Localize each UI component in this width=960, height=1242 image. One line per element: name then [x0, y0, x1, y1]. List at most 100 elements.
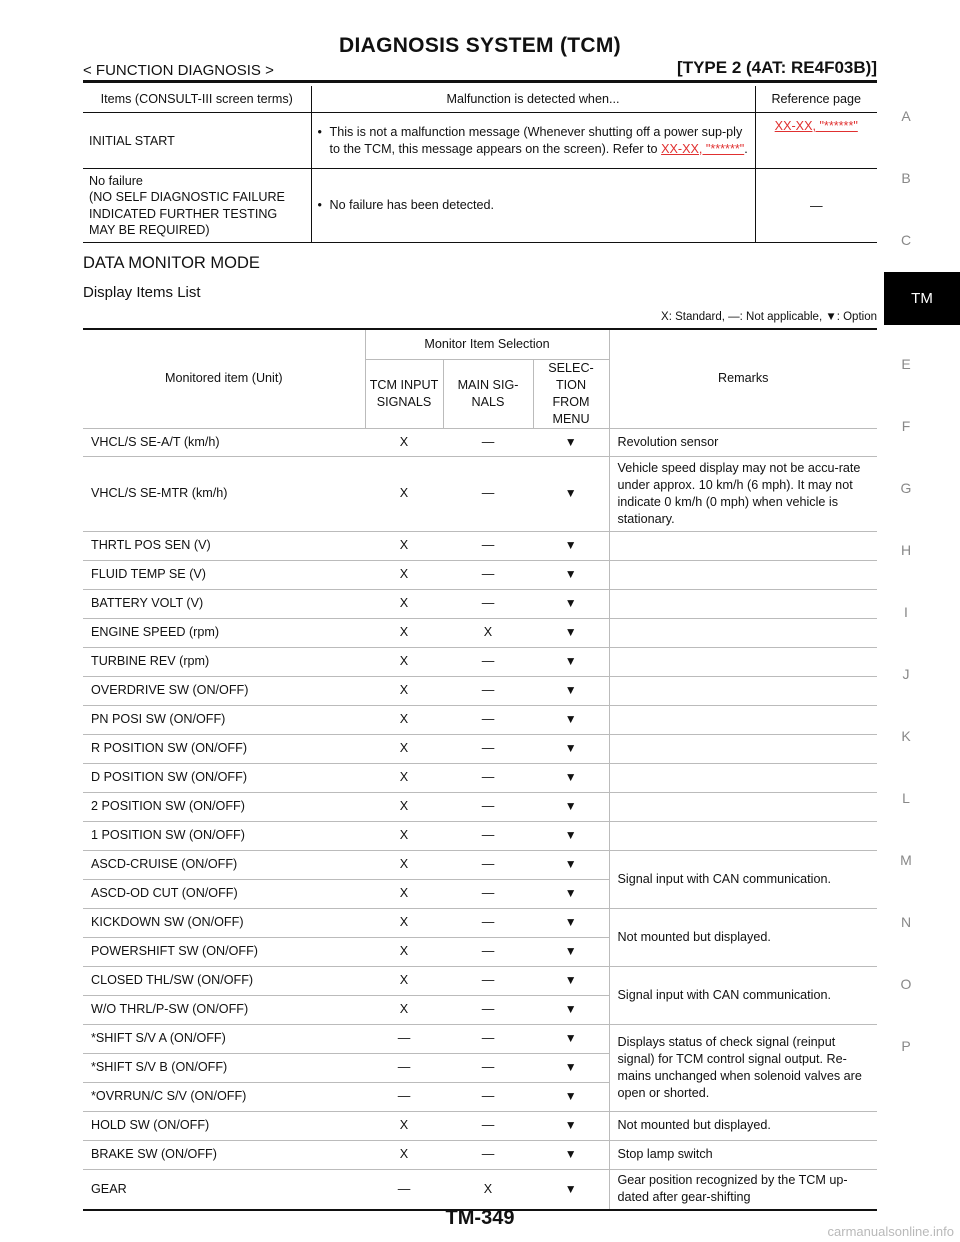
item-cell: THRTL POS SEN (V) — [83, 531, 365, 561]
table-row: R POSITION SW (ON/OFF) X — ▼ — [83, 734, 877, 764]
side-index-a[interactable]: A — [901, 108, 911, 124]
item-cell: 1 POSITION SW (ON/OFF) — [83, 821, 365, 851]
remarks-cell: Gear position recognized by the TCM up-d… — [608, 1169, 877, 1210]
remarks-cell: Not mounted but displayed. — [608, 908, 877, 967]
side-index-e[interactable]: E — [901, 356, 911, 372]
side-index-b[interactable]: B — [901, 170, 911, 186]
option-marker: ▼ — [533, 1082, 609, 1112]
tcm-input-cell: — — [365, 1053, 443, 1083]
option-marker: ▼ — [533, 1140, 609, 1170]
side-index-k[interactable]: K — [901, 728, 911, 744]
option-marker: ▼ — [533, 705, 609, 735]
side-index-l[interactable]: L — [902, 790, 910, 806]
main-signals-cell: — — [443, 560, 533, 590]
monitor-table: Monitored item (Unit) Monitor Item Selec… — [83, 328, 877, 1211]
side-index-o[interactable]: O — [900, 976, 912, 992]
remarks-cell — [608, 734, 877, 764]
option-marker: ▼ — [533, 821, 609, 851]
item-cell: VHCL/S SE-MTR (km/h) — [83, 456, 365, 532]
remarks-cell — [608, 705, 877, 735]
header-cell: Malfunction is detected when... — [311, 86, 756, 113]
main-signals-cell: — — [443, 966, 533, 996]
table-row: ASCD-OD CUT (ON/OFF) X — ▼ — [83, 879, 877, 909]
main-signals-cell: — — [443, 763, 533, 793]
option-marker: ▼ — [533, 618, 609, 648]
reference-link[interactable]: XX-XX, "******" — [661, 141, 745, 156]
main-signals-cell: — — [443, 589, 533, 619]
table-row: GEAR — X ▼ Gear position recognized by t… — [83, 1169, 877, 1210]
item-cell: OVERDRIVE SW (ON/OFF) — [83, 676, 365, 706]
item-cell: PN POSI SW (ON/OFF) — [83, 705, 365, 735]
header-tcm-input: TCM INPUT SIGNALS — [365, 359, 444, 429]
item-cell: *SHIFT S/V A (ON/OFF) — [83, 1024, 365, 1054]
main-signals-cell: X — [483, 1181, 493, 1196]
table-row: VHCL/S SE-MTR (km/h) X — ▼ Vehicle speed… — [83, 456, 877, 532]
tcm-input-cell: X — [365, 705, 443, 735]
side-index-j[interactable]: J — [902, 666, 910, 682]
side-index-tm-tab[interactable]: TM — [884, 272, 960, 325]
table-row: 2 POSITION SW (ON/OFF) X — ▼ — [83, 792, 877, 822]
header-remarks: Remarks — [608, 329, 877, 429]
side-index-n[interactable]: N — [900, 914, 912, 930]
tcm-input-cell: X — [365, 428, 443, 457]
item-cell: HOLD SW (ON/OFF) — [83, 1111, 365, 1141]
side-index-h[interactable]: H — [900, 542, 912, 558]
main-signals-cell: — — [443, 456, 533, 532]
item-cell: 2 POSITION SW (ON/OFF) — [83, 792, 365, 822]
table-row: *SHIFT S/V A (ON/OFF) — — ▼ Displays sta… — [83, 1024, 877, 1112]
legend-note: X: Standard, —: Not applicable, ▼: Optio… — [661, 311, 877, 323]
remarks-cell — [608, 763, 877, 793]
remarks-cell — [608, 531, 877, 561]
section-header-left: < FUNCTION DIAGNOSIS > — [83, 62, 274, 79]
header-cell: Items (CONSULT-III screen terms) — [83, 86, 312, 113]
section-header-right: [TYPE 2 (4AT: RE4F03B)] — [677, 58, 877, 77]
table-row: *SHIFT S/V B (ON/OFF) — — ▼ — [83, 1053, 877, 1083]
side-index-p[interactable]: P — [901, 1038, 911, 1054]
side-index-g[interactable]: G — [900, 480, 912, 496]
page-number: TM-349 — [445, 1207, 515, 1229]
side-index-c[interactable]: C — [900, 232, 912, 248]
tcm-input-cell: X — [365, 618, 443, 648]
main-signals-cell: — — [443, 1024, 533, 1054]
item-cell: CLOSED THL/SW (ON/OFF) — [83, 966, 365, 996]
main-signals-cell: — — [443, 705, 533, 735]
remarks-cell: Vehicle speed display may not be accu-ra… — [608, 456, 877, 532]
main-signals-cell: — — [443, 734, 533, 764]
side-index-m[interactable]: M — [900, 852, 912, 868]
remarks-cell: Stop lamp switch — [608, 1140, 877, 1170]
monitor-table-subheader: TCM INPUT SIGNALS MAIN SIG-NALS SELEC-TI… — [83, 359, 877, 429]
tcm-input-cell: X — [365, 456, 443, 532]
tcm-input-cell: X — [365, 879, 443, 909]
tcm-input-cell: X — [365, 937, 443, 967]
tcm-input-cell: X — [365, 1111, 443, 1141]
table-row: TURBINE REV (rpm) X — ▼ — [83, 647, 877, 677]
remarks-cell — [608, 792, 877, 822]
tcm-input-cell: X — [365, 908, 443, 938]
table-row: 1 POSITION SW (ON/OFF) X — ▼ — [83, 821, 877, 851]
remarks-cell: Signal input with CAN communication. — [608, 966, 877, 1025]
item-cell: TURBINE REV (rpm) — [83, 647, 365, 677]
table-row: POWERSHIFT SW (ON/OFF) X — ▼ — [83, 937, 877, 967]
tcm-input-cell: X — [365, 995, 443, 1025]
side-index-i[interactable]: I — [904, 604, 908, 620]
page-title: DIAGNOSIS SYSTEM (TCM) — [339, 34, 621, 57]
tcm-input-cell: X — [365, 531, 443, 561]
option-marker: ▼ — [533, 879, 609, 909]
table-row: FLUID TEMP SE (V) X — ▼ — [83, 560, 877, 590]
description-cell: No failure has been detected. — [311, 168, 756, 244]
main-signals-cell: — — [443, 937, 533, 967]
reference-page-link[interactable]: XX-XX, "******" — [774, 119, 858, 133]
table-row: VHCL/S SE-A/T (km/h) X — ▼ Revolution se… — [83, 428, 877, 457]
description-bullet: No failure has been detected. — [318, 197, 749, 214]
option-marker: ▼ — [533, 763, 609, 793]
main-signals-cell: X — [443, 618, 533, 648]
option-marker: ▼ — [533, 995, 609, 1025]
side-index-f[interactable]: F — [901, 418, 911, 434]
tcm-input-cell: X — [365, 560, 443, 590]
description-bullet: This is not a malfunction message (Whene… — [318, 124, 749, 158]
option-marker: ▼ — [533, 734, 609, 764]
table-row: BATTERY VOLT (V) X — ▼ — [83, 589, 877, 619]
table-row: W/O THRL/P-SW (ON/OFF) X — ▼ — [83, 995, 877, 1025]
tcm-input-cell: X — [365, 734, 443, 764]
item-cell: BATTERY VOLT (V) — [83, 589, 365, 619]
